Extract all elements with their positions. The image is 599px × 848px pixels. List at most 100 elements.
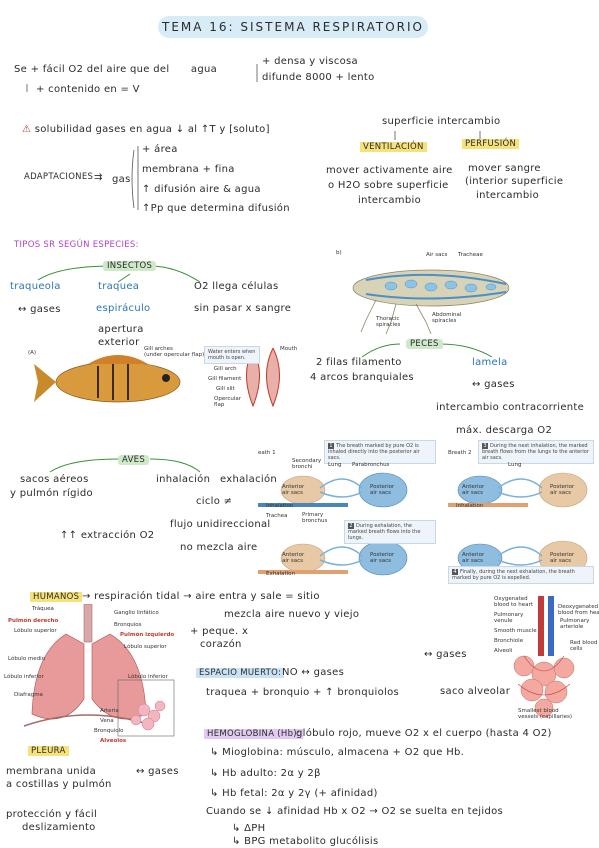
aves-ciclo: ciclo ≠ [196,496,233,507]
humanos-mezcla: mezcla aire nuevo y viejo [224,609,360,620]
alv-alveoli: Alveoli [494,648,513,654]
peces-contracorriente: intercambio contracorriente [436,402,585,413]
aves-label: AVES [118,455,150,465]
hemoglobina-ph: ↳ ΔPH [232,823,266,834]
intro-densa: + densa y viscosa [262,56,358,67]
bird-anterior-1: Anterior air sacs [282,484,305,496]
fish-gill-slit: Gill slit [216,386,235,392]
aves-pulmon: y pulmón rígido [10,488,93,499]
pleura-label: PLEURA [28,746,69,756]
intro-contenido: + contenido en = V [36,84,140,95]
page-title: TEMA 16: SISTEMA RESPIRATORIO [158,16,428,38]
adaptacion-item: + área [142,144,178,155]
vent-text-2: o H2O sobre superficie [328,180,449,191]
lung-ganglio: Ganglio linfático [114,610,159,616]
adaptacion-item: membrana + fina [142,164,235,175]
hemoglobina-text: glóbulo rojo, mueve O2 x el cuerpo (hast… [296,728,552,739]
solubilidad-text: solubilidad gases en agua ↓ al ↑T y [sol… [34,124,270,135]
adaptacion-item: ↑Pp que determina difusión [142,203,290,214]
alveoli-figure: Oxygenated blood to heart Deoxygenated b… [494,596,599,720]
fish-opercular: Opercular flap [214,396,242,408]
pleura-membrana-2: a costillas y pulmón [6,779,112,790]
vent-text-3: intercambio [358,195,421,206]
adaptaciones-label: ADAPTACIONES [24,172,94,182]
peces-descarga: máx. descarga O2 [456,425,553,436]
alv-venule: Pulmonary venule [494,612,524,624]
lung-lobulo-inferior-l: Lóbulo inferior [4,674,44,680]
fish-gill-arch: Gill arch [214,366,237,372]
aves-sacos: sacos aéreos [20,474,89,485]
aves-inhalacion: inhalación [156,474,211,485]
lungs-figure: Tráquea Ganglio linfático Pulmón derecho… [4,603,180,746]
lung-lobulo-medio: Lóbulo medio [8,656,46,662]
pleura-proteccion-1: protección y fácil [6,809,98,820]
bird-anterior-3: Anterior air sacs [462,484,485,496]
alv-deoxygenated: Deoxygenated blood from heart [558,604,599,616]
bird-primary: Primary bronchus [302,512,328,524]
insect-tag: b) [336,250,342,256]
insect-abdominal: Abdominal spiracles [432,312,462,324]
sin-pasar: sin pasar x sangre [194,303,292,314]
bird-posterior-2: Posterior air sacs [370,552,395,564]
alv-muscle: Smooth muscle [494,628,537,634]
alv-oxygenated: Oxygenated blood to heart [494,596,533,608]
bird-inhalation: Inhalation [266,503,294,509]
espacio-no: NO ↔ gases [282,667,345,678]
alveoli-gases: ↔ gases [424,649,467,660]
adaptaciones-gas: gas [112,174,131,185]
bird-secondary: Secondary bronchi [292,458,322,470]
lung-lobulo-superior-l: Lóbulo superior [14,628,57,634]
bird-posterior-1: Posterior air sacs [370,484,395,496]
lung-bronquiolo: Bronquiolo [94,728,124,734]
solubilidad-line: ⚠ solubilidad gases en agua ↓ al ↑T y [s… [22,124,270,135]
adaptacion-item: ↑ difusión aire & agua [142,184,261,195]
intro-line: Se + fácil O2 del aire que del agua [14,64,217,75]
lung-alveolos: Alveolos [100,738,127,744]
espacio-traquea: traquea + bronquio + ↑ bronquiolos [206,687,400,698]
alv-capillaries: Smallest blood vessels (capillaries) [518,708,573,720]
alv-bronchiole: Bronchiole [494,638,524,644]
fish-gill-filament: Gill filament [208,376,242,382]
bird-lung-2: Lung [508,462,522,468]
bird-exhalation: Exhalation [266,571,296,577]
fish-tag: (A) [28,350,37,356]
bird-anterior-4: Anterior air sacs [462,552,485,564]
espacio-muerto-label: ESPACIO MUERTO: [196,668,285,678]
fish-gill-arches: Gill arches (under opercular flap) [144,346,205,358]
warning-icon: ⚠ [22,124,32,135]
pleura-membrana-1: membrana unida [6,766,96,777]
lung-diafragma: Diafragma [14,692,43,698]
pleura-proteccion-2: deslizamiento [22,822,96,833]
bird-trachea: Trachea [266,513,288,519]
lung-bronquios: Bronquios [114,622,142,628]
peces-lamela: lamela [472,357,508,368]
intro-difunde: difunde 8000 + lento [262,72,375,83]
fish-figure: (A) Gill arches (under opercular flap) W… [28,344,308,414]
perf-text-1: mover sangre [468,163,541,174]
insect-air-sacs: Air sacs [426,252,448,258]
lung-pulmon-izquierdo: Pulmón izquierdo [120,632,175,638]
apertura-2: exterior [98,337,140,348]
insect-figure: b) Air sacs Tracheae Thoracic spiracles … [336,250,518,336]
hemoglobina-bpg: ↳ BPG metabolito glucólisis [232,836,379,847]
tipos-heading: TIPOS SR SEGÚN ESPECIES: [14,240,139,250]
traquea: traquea [98,281,140,292]
aves-flujo: flujo unidireccional [170,519,271,530]
bird-posterior-4: Posterior air sacs [550,552,575,564]
bird-breath1: eath 1 [258,450,276,456]
peces-label: PECES [406,339,443,349]
lung-vena: Vena [100,718,114,724]
peces-arcos: 4 arcos branquiales [310,372,414,383]
intro-agua: agua [190,64,218,75]
superficie-title: superficie intercambio [382,116,501,127]
humanos-corazon: corazón [200,639,242,650]
lung-arteria: Arteria [100,708,119,714]
lung-pulmon-derecho: Pulmón derecho [8,618,59,624]
alv-arteriole: Pulmonary arteriole [560,618,590,630]
